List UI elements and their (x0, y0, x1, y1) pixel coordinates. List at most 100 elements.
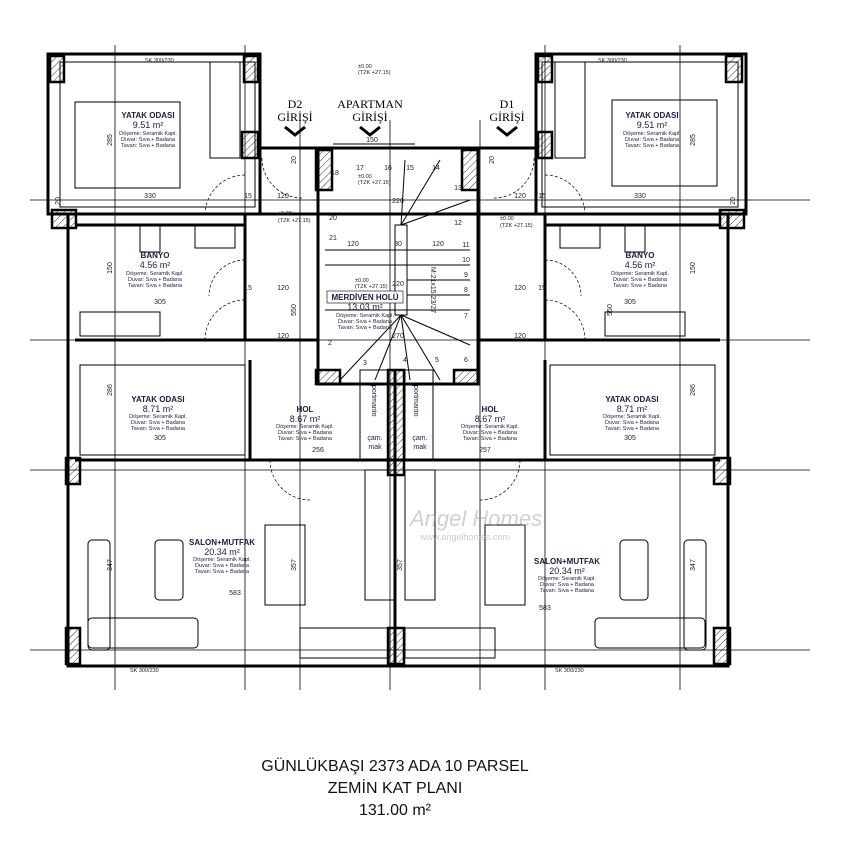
svg-text:Duvar: Sıva + Badana: Duvar: Sıva + Badana (605, 420, 660, 426)
svg-text:330: 330 (144, 193, 156, 200)
sofa-right-bottom (594, 617, 706, 649)
svg-text:13: 13 (454, 185, 462, 192)
svg-text:Tavan: Sıva + Badana: Tavan: Sıva + Badana (625, 143, 680, 149)
svg-text:150: 150 (366, 137, 378, 144)
svg-text:Tavan: Sıva + Badana: Tavan: Sıva + Badana (121, 143, 176, 149)
room-living-left: SALON+MUTFAK 20.34 m² Döşeme: Seramik Ka… (189, 538, 255, 575)
svg-text:12: 12 (454, 220, 462, 227)
closet-left (359, 369, 389, 461)
toilet-right (624, 223, 646, 253)
svg-text:Döşeme: Seramik Kapl.: Döşeme: Seramik Kapl. (126, 271, 184, 277)
svg-text:30: 30 (394, 241, 402, 248)
room-bedroom-mid-left: YATAK ODASI 8.71 m² Döşeme: Seramik Kapl… (129, 395, 187, 432)
svg-text:330: 330 (634, 193, 646, 200)
room-bedroom-top-left: YATAK ODASI 9.51 m² Döşeme: Seramik Kapl… (119, 111, 177, 149)
svg-text:Duvar: Sıva + Badana: Duvar: Sıva + Badana (338, 319, 393, 325)
svg-text:20.34 m²: 20.34 m² (204, 547, 240, 557)
svg-text:YATAK ODASI: YATAK ODASI (625, 111, 678, 120)
coffee-table-left (154, 539, 184, 601)
watermark-logo: Angel Homes www.angelhomes.com (408, 506, 542, 542)
room-bedroom-top-right: YATAK ODASI 9.51 m² Döşeme: Seramik Kapl… (623, 111, 681, 149)
svg-text:9: 9 (464, 272, 468, 279)
svg-text:20: 20 (55, 197, 62, 205)
svg-text:305: 305 (154, 299, 166, 306)
svg-text:347: 347 (107, 559, 114, 571)
svg-text:(TZK +27.15): (TZK +27.15) (355, 284, 388, 290)
svg-text:20: 20 (730, 197, 737, 205)
entrance-apartment: APARTMAN GİRİŞİ (337, 97, 403, 137)
svg-text:mak: mak (368, 444, 382, 451)
svg-text:Döşeme: Seramik Kapl.: Döşeme: Seramik Kapl. (119, 131, 177, 137)
svg-text:20: 20 (329, 215, 337, 222)
svg-text:D2: D2 (288, 97, 303, 111)
plan-title-line1: GÜNLÜKBAŞI 2373 ADA 10 PARSEL (261, 758, 529, 775)
svg-text:BANYO: BANYO (141, 251, 170, 260)
svg-text:285: 285 (690, 134, 697, 146)
svg-text:220: 220 (392, 281, 404, 288)
svg-text:3: 3 (363, 360, 367, 367)
svg-text:(TZK +27.15): (TZK +27.15) (500, 223, 533, 229)
sofa-left-bottom (87, 617, 199, 649)
svg-text:257: 257 (479, 447, 491, 454)
svg-text:YATAK ODASI: YATAK ODASI (131, 395, 184, 404)
room-stair-hall: MERDİVEN HOLÜ 13.03 m² Döşeme: Seramik K… (326, 290, 404, 331)
svg-text:SK 300/230: SK 300/230 (555, 668, 584, 674)
svg-text:MERDİVEN HOLÜ: MERDİVEN HOLÜ (331, 293, 398, 302)
bed-top-left (74, 101, 181, 189)
svg-text:Tavan: Sıva + Badana: Tavan: Sıva + Badana (463, 436, 518, 442)
level-marks: ±0.00 (TZK +27.15) ±0.00 (TZK +27.15) ±0… (278, 64, 533, 290)
svg-text:±0.00: ±0.00 (278, 211, 292, 217)
svg-text:120: 120 (277, 333, 289, 340)
svg-text:HOL: HOL (482, 405, 499, 414)
svg-text:±0.00: ±0.00 (500, 216, 514, 222)
svg-text:13.03 m²: 13.03 m² (347, 302, 383, 312)
svg-text:Duvar: Sıva + Badana: Duvar: Sıva + Badana (121, 137, 176, 143)
wardrobe-mid-left (79, 311, 161, 337)
svg-text:15: 15 (538, 285, 546, 292)
svg-text:120: 120 (277, 285, 289, 292)
stairs (325, 159, 471, 381)
svg-text:4: 4 (403, 357, 407, 364)
wardrobe-top-left (209, 61, 241, 159)
svg-text:2: 2 (328, 340, 332, 347)
svg-text:çam.: çam. (367, 435, 382, 442)
svg-text:120: 120 (432, 241, 444, 248)
plan-title-line2: ZEMİN KAT PLANI (327, 780, 463, 797)
svg-text:Tavan: Sıva + Badana: Tavan: Sıva + Badana (613, 283, 668, 289)
svg-text:14: 14 (432, 165, 440, 172)
svg-text:Döşeme: Seramik Kapl.: Döşeme: Seramik Kapl. (603, 414, 661, 420)
svg-text:HOL: HOL (297, 405, 314, 414)
svg-text:120: 120 (514, 333, 526, 340)
svg-text:120: 120 (514, 193, 526, 200)
plan-total-area: 131.00 m² (358, 802, 432, 819)
svg-text:Döşeme: Seramik Kapl.: Döşeme: Seramik Kapl. (276, 424, 334, 430)
svg-text:Duvar: Sıva + Badana: Duvar: Sıva + Badana (128, 277, 183, 283)
dimensions: 330 330 285 285 150 150 305 305 305 305 … (55, 134, 737, 612)
svg-text:18: 18 (331, 170, 339, 177)
svg-text:mak: mak (413, 444, 427, 451)
sofa-right (683, 539, 707, 651)
svg-text:Duvar: Sıva + Badana: Duvar: Sıva + Badana (131, 420, 186, 426)
svg-text:BANYO: BANYO (626, 251, 655, 260)
svg-text:M:21x15.23/27: M:21x15.23/27 (429, 267, 436, 313)
svg-text:GİRİŞİ: GİRİŞİ (352, 110, 387, 124)
sink-left (194, 223, 236, 249)
svg-text:GİRİŞİ: GİRİŞİ (277, 110, 312, 124)
svg-text:15: 15 (538, 193, 546, 200)
svg-text:305: 305 (624, 435, 636, 442)
walls (46, 52, 748, 668)
kitchen-bottom-left (299, 627, 391, 659)
svg-text:120: 120 (514, 285, 526, 292)
dining-table-right (484, 524, 526, 606)
room-living-right: SALON+MUTFAK 20.34 m² Döşeme: Seramik Ka… (534, 557, 600, 594)
svg-text:Duvar: Sıva + Badana: Duvar: Sıva + Badana (540, 582, 595, 588)
wardrobe-top-right (554, 61, 586, 159)
svg-text:Tavan: Sıva + Badana: Tavan: Sıva + Badana (338, 325, 393, 331)
svg-text:Duvar: Sıva + Badana: Duvar: Sıva + Badana (278, 430, 333, 436)
svg-text:Döşeme: Seramik Kapl.: Döşeme: Seramik Kapl. (336, 313, 394, 319)
svg-text:8.71 m²: 8.71 m² (143, 404, 174, 414)
svg-text:16: 16 (384, 165, 392, 172)
svg-text:GİRİŞİ: GİRİŞİ (489, 110, 524, 124)
bed-top-right (611, 99, 718, 187)
